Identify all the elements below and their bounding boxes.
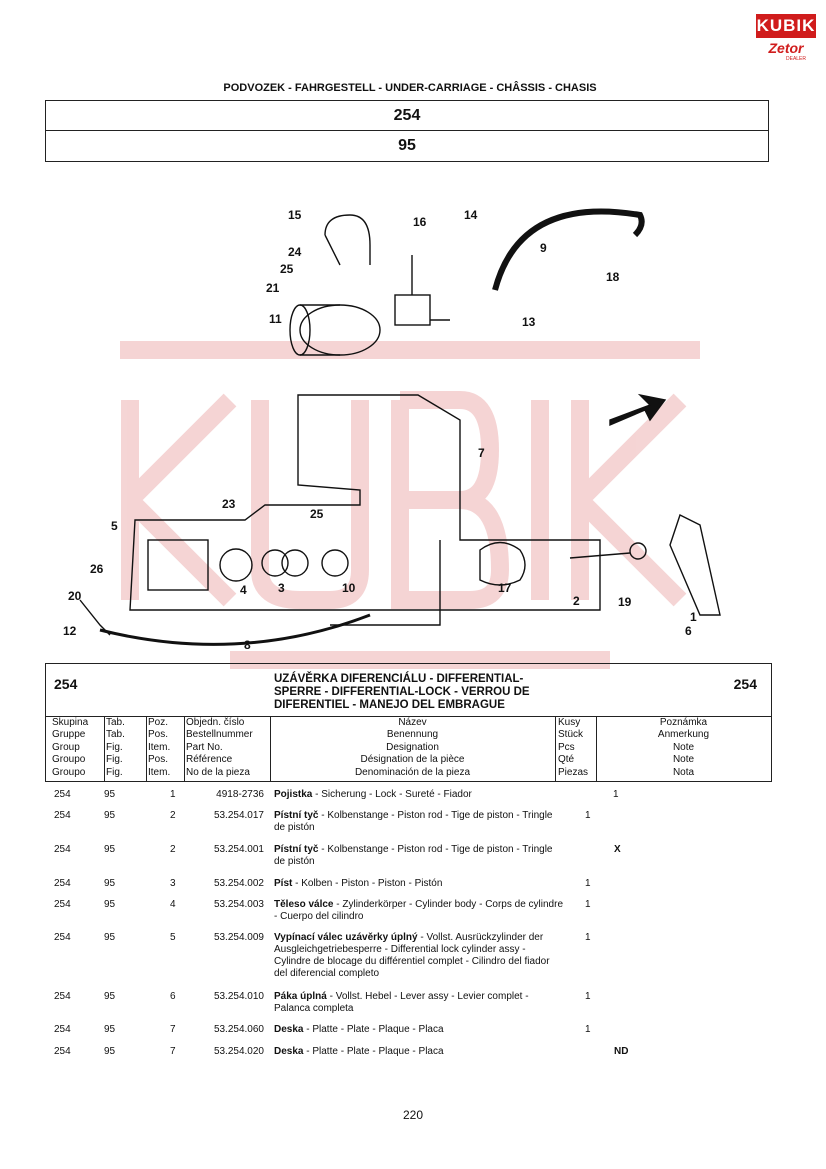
callout-25-bottom: 25 xyxy=(310,507,324,521)
logo-brand: KUBIK xyxy=(756,14,816,38)
callout-19: 19 xyxy=(618,595,632,609)
callout-25-top: 25 xyxy=(280,262,294,276)
page-number: 220 xyxy=(402,1108,424,1122)
column-table: Tab.Tab.Fig.Fig.Fig. xyxy=(104,717,147,782)
logo-dealer: DEALER xyxy=(786,56,807,62)
callout-23: 23 xyxy=(222,497,236,511)
parts-list-header: 254 254 UZÁVĚRKA DIFERENCIÁLU - DIFFEREN… xyxy=(45,663,772,782)
callout-12: 12 xyxy=(63,624,77,638)
title-line: SPERRE - DIFFERENTIAL-LOCK - VERROU DE xyxy=(274,686,530,698)
callout-1: 1 xyxy=(690,610,697,624)
callout-10: 10 xyxy=(342,581,356,595)
header-group-number: 254 xyxy=(54,676,78,692)
callout-3: 3 xyxy=(278,581,285,595)
callout-6: 6 xyxy=(685,624,692,638)
logo-sub: Zetor xyxy=(768,40,804,56)
group-table-box: 254 95 xyxy=(45,100,769,162)
title-line: DIFERENTIEL - MANEJO DEL EMBRAGUE xyxy=(274,699,505,711)
callout-8: 8 xyxy=(244,638,251,652)
callout-21: 21 xyxy=(266,281,280,295)
callout-11: 11 xyxy=(269,312,282,326)
table-number: 95 xyxy=(46,130,768,161)
callout-15: 15 xyxy=(288,208,302,222)
callout-20: 20 xyxy=(68,589,82,603)
callout-5: 5 xyxy=(111,519,118,533)
callout-24: 24 xyxy=(288,245,302,259)
exploded-parts-diagram: 1 2 3 4 5 6 7 8 9 10 11 12 13 14 15 16 1… xyxy=(63,208,721,652)
callout-4: 4 xyxy=(240,583,247,597)
assembly-title: UZÁVĚRKA DIFERENCIÁLU - DIFFERENTIAL- SP… xyxy=(274,673,574,712)
callout-14: 14 xyxy=(464,208,478,222)
column-position: Poz.Pos.Item.Pos.Item. xyxy=(146,717,185,782)
callout-18: 18 xyxy=(606,270,620,284)
title-line: UZÁVĚRKA DIFERENCIÁLU - DIFFERENTIAL- xyxy=(274,673,524,685)
callout-9: 9 xyxy=(540,241,547,255)
callout-2: 2 xyxy=(573,594,580,608)
callout-16: 16 xyxy=(413,215,427,229)
callout-13: 13 xyxy=(522,315,536,329)
section-header: PODVOZEK - FAHRGESTELL - UNDER-CARRIAGE … xyxy=(223,82,597,94)
callout-labels: 1 2 3 4 5 6 7 8 9 10 11 12 13 14 15 16 1… xyxy=(63,208,697,652)
callout-26: 26 xyxy=(90,562,104,576)
group-number: 254 xyxy=(393,107,421,124)
header-group-number-right: 254 xyxy=(733,676,757,692)
kubik-zetor-logo: KUBIK Zetor DEALER xyxy=(756,14,816,62)
callout-17: 17 xyxy=(498,581,512,595)
plate-7 xyxy=(129,394,601,611)
callout-7: 7 xyxy=(478,446,485,460)
